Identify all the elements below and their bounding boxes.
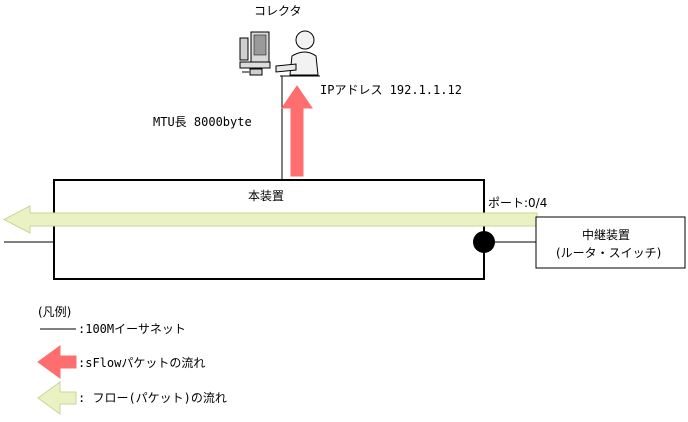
collector-ip-address: IPアドレス 192.1.1.12	[320, 83, 462, 97]
relay-label-line2: (ルータ・スイッチ)	[556, 246, 661, 260]
legend-line-text: :100Mイーサネット	[78, 322, 186, 336]
sflow-arrow	[281, 85, 313, 177]
flow-arrow	[2, 205, 538, 234]
legend-flow-text: : フロー(パケット)の流れ	[78, 391, 227, 405]
legend-flow-arrow	[37, 381, 77, 415]
person-icon	[275, 30, 320, 77]
port-label: ポート:0/4	[488, 196, 547, 210]
legend-sflow-arrow	[37, 345, 77, 379]
relay-label-line1: 中継装置	[582, 227, 630, 242]
mtu-label: MTU長 8000byte	[153, 115, 252, 129]
collector-label: コレクタ	[254, 4, 302, 18]
port-dot-icon	[473, 231, 495, 253]
computer-icon	[239, 31, 271, 76]
device-label: 本装置	[248, 189, 284, 203]
legend-sflow-text: :sFlowパケットの流れ	[78, 356, 205, 370]
device-box	[53, 179, 485, 280]
relay-device-box	[535, 216, 686, 269]
legend-title: (凡例)	[38, 305, 71, 319]
